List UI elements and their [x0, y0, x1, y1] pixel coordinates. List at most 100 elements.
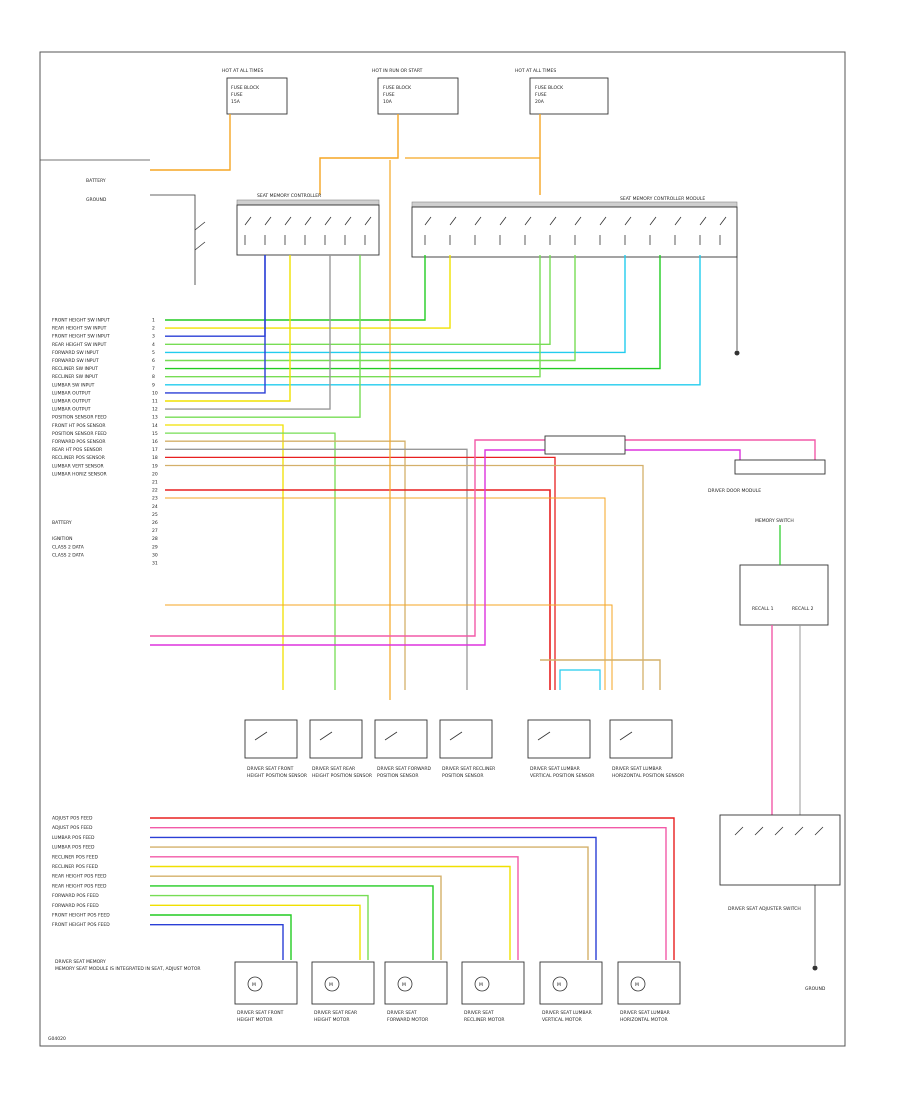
left-pin-number: 23: [152, 496, 158, 502]
left-pin-label: FRONT HEIGHT SW INPUT: [52, 334, 110, 340]
left-pin-number: 26: [152, 520, 158, 526]
left-pin-number: 17: [152, 447, 158, 453]
sensor-label: DRIVER SEAT RECLINER: [442, 766, 495, 772]
memory-switch-label: MEMORY SWITCH: [755, 518, 794, 524]
bottom-pin-label: REAR HEIGHT POS FEED: [52, 883, 107, 889]
left-pin-number: 2: [152, 326, 155, 332]
sensor-box: [439, 719, 493, 759]
motor-label-cont: HORIZONTAL MOTOR: [620, 1017, 668, 1023]
left-pin-number: 30: [152, 552, 158, 558]
motor-symbol: M: [635, 982, 639, 988]
sensor-label-cont: POSITION SENSOR: [442, 773, 483, 779]
motor-box: [311, 961, 375, 1005]
sensor-box: [244, 719, 298, 759]
motor-label: DRIVER SEAT LUMBAR: [542, 1010, 592, 1016]
left-pin-label: LUMBAR VERT SENSOR: [52, 463, 104, 469]
left-pin-number: 11: [152, 399, 158, 405]
fuse-2-line-b: FUSE: [383, 92, 395, 98]
left-pin-number: 4: [152, 342, 155, 348]
left-pin-number: 24: [152, 504, 158, 510]
fuse-2-line-a: FUSE BLOCK: [383, 85, 412, 91]
left-pin-number: 18: [152, 455, 158, 461]
lumbar-sensor-wire: [559, 669, 601, 690]
bottom-pin-label: ADJUST POS FEED: [52, 825, 93, 831]
left-pin-label: LUMBAR OUTPUT: [52, 407, 91, 413]
fuse-1-header: HOT AT ALL TIMES: [222, 68, 263, 74]
harness-wire: [165, 255, 426, 321]
right-module-label: SEAT MEMORY CONTROLLER MODULE: [620, 196, 705, 202]
fuse-3-header: HOT AT ALL TIMES: [515, 68, 556, 74]
note-label: MEMORY SEAT MODULE IS INTEGRATED IN SEAT…: [55, 966, 201, 972]
motor-icon: [247, 976, 263, 992]
fuse-1-line-a: FUSE BLOCK: [231, 85, 260, 91]
left-pin-label: CLASS 2 DATA: [52, 552, 85, 558]
sensor-wire: [165, 448, 468, 690]
left-pin-label: REAR HT POS SENSOR: [52, 447, 102, 453]
left-pin-label: LUMBAR OUTPUT: [52, 390, 91, 396]
sensor-box: [527, 719, 591, 759]
motor-wire: [150, 865, 511, 960]
left-pin-number: 5: [152, 350, 155, 356]
motor-icon: [474, 976, 490, 992]
sensor-label: DRIVER SEAT LUMBAR: [530, 766, 580, 772]
left-pin-label: FORWARD POS SENSOR: [52, 439, 106, 445]
left-pin-label: REAR HEIGHT SW INPUT: [52, 326, 107, 332]
harness-wire: [165, 255, 361, 418]
motor-icon: [630, 976, 646, 992]
harness-wire: [165, 255, 451, 329]
harness-wire: [165, 255, 551, 345]
motor-box: [617, 961, 681, 1005]
motor-box: [539, 961, 603, 1005]
left-pin-number: 13: [152, 415, 158, 421]
left-module-label: SEAT MEMORY CONTROLLER: [257, 193, 321, 199]
fuse-1-box: [226, 77, 288, 115]
left-pin-label: RECLINER SW INPUT: [52, 374, 98, 380]
memory-switch-box: [739, 564, 829, 626]
motor-label: DRIVER SEAT: [387, 1010, 417, 1016]
sensor-wire: [165, 432, 336, 690]
left-module-box: [236, 204, 380, 256]
bottom-pin-label: FRONT HEIGHT POS FEED: [52, 913, 110, 919]
right-module-box: [411, 206, 738, 258]
right-relay-contacts: [424, 216, 727, 245]
bottom-pin-label: LUMBAR POS FEED: [52, 845, 95, 851]
sensor-wiper-icon: [319, 731, 333, 741]
left-pin-number: 3: [152, 334, 155, 340]
left-pin-number: 6: [152, 358, 155, 364]
fuse-3-line-b: FUSE: [535, 92, 547, 98]
bottom-pin-label: LUMBAR POS FEED: [52, 835, 95, 841]
harness-wire: [165, 255, 661, 370]
bottom-pin-label: FORWARD POS FEED: [52, 903, 99, 909]
motor-label-cont: VERTICAL MOTOR: [542, 1017, 582, 1023]
sensor-box: [374, 719, 428, 759]
left-pin-label: FORWARD SW INPUT: [52, 358, 99, 364]
fuse-block-1: HOT AT ALL TIMES FUSE BLOCK FUSE 15A: [222, 68, 288, 115]
left-pin-label: POSITION SENSOR FEED: [52, 431, 107, 437]
left-pin-number: 29: [152, 544, 158, 550]
recall-1-label: RECALL 1: [752, 606, 774, 612]
motor-symbol: M: [557, 982, 561, 988]
data-link-wire-magenta: [150, 449, 741, 646]
left-pin-number: 25: [152, 512, 158, 518]
lumbar-feed-wire: [540, 659, 661, 690]
sensor-label: DRIVER SEAT LUMBAR: [612, 766, 662, 772]
left-pin-number: 1: [152, 318, 155, 324]
motor-icon: [397, 976, 413, 992]
battery-feed-wire: [165, 604, 613, 690]
left-pin-number: 7: [152, 366, 155, 372]
feed-wire-2: [319, 114, 399, 195]
sensor-wiper-icon: [537, 731, 551, 741]
harness-wire: [165, 255, 626, 354]
left-pin-number: 12: [152, 407, 158, 413]
left-pin-number: 27: [152, 528, 158, 534]
left-pin-number: 14: [152, 423, 158, 429]
left-switch-wire: [150, 194, 196, 285]
left-pin-label: LUMBAR HORIZ SENSOR: [52, 471, 107, 477]
motor-label: DRIVER SEAT: [464, 1010, 494, 1016]
left-pin-label: CLASS 2 DATA: [52, 544, 85, 550]
left-pin-number: 8: [152, 374, 155, 380]
motor-wire: [150, 836, 597, 960]
